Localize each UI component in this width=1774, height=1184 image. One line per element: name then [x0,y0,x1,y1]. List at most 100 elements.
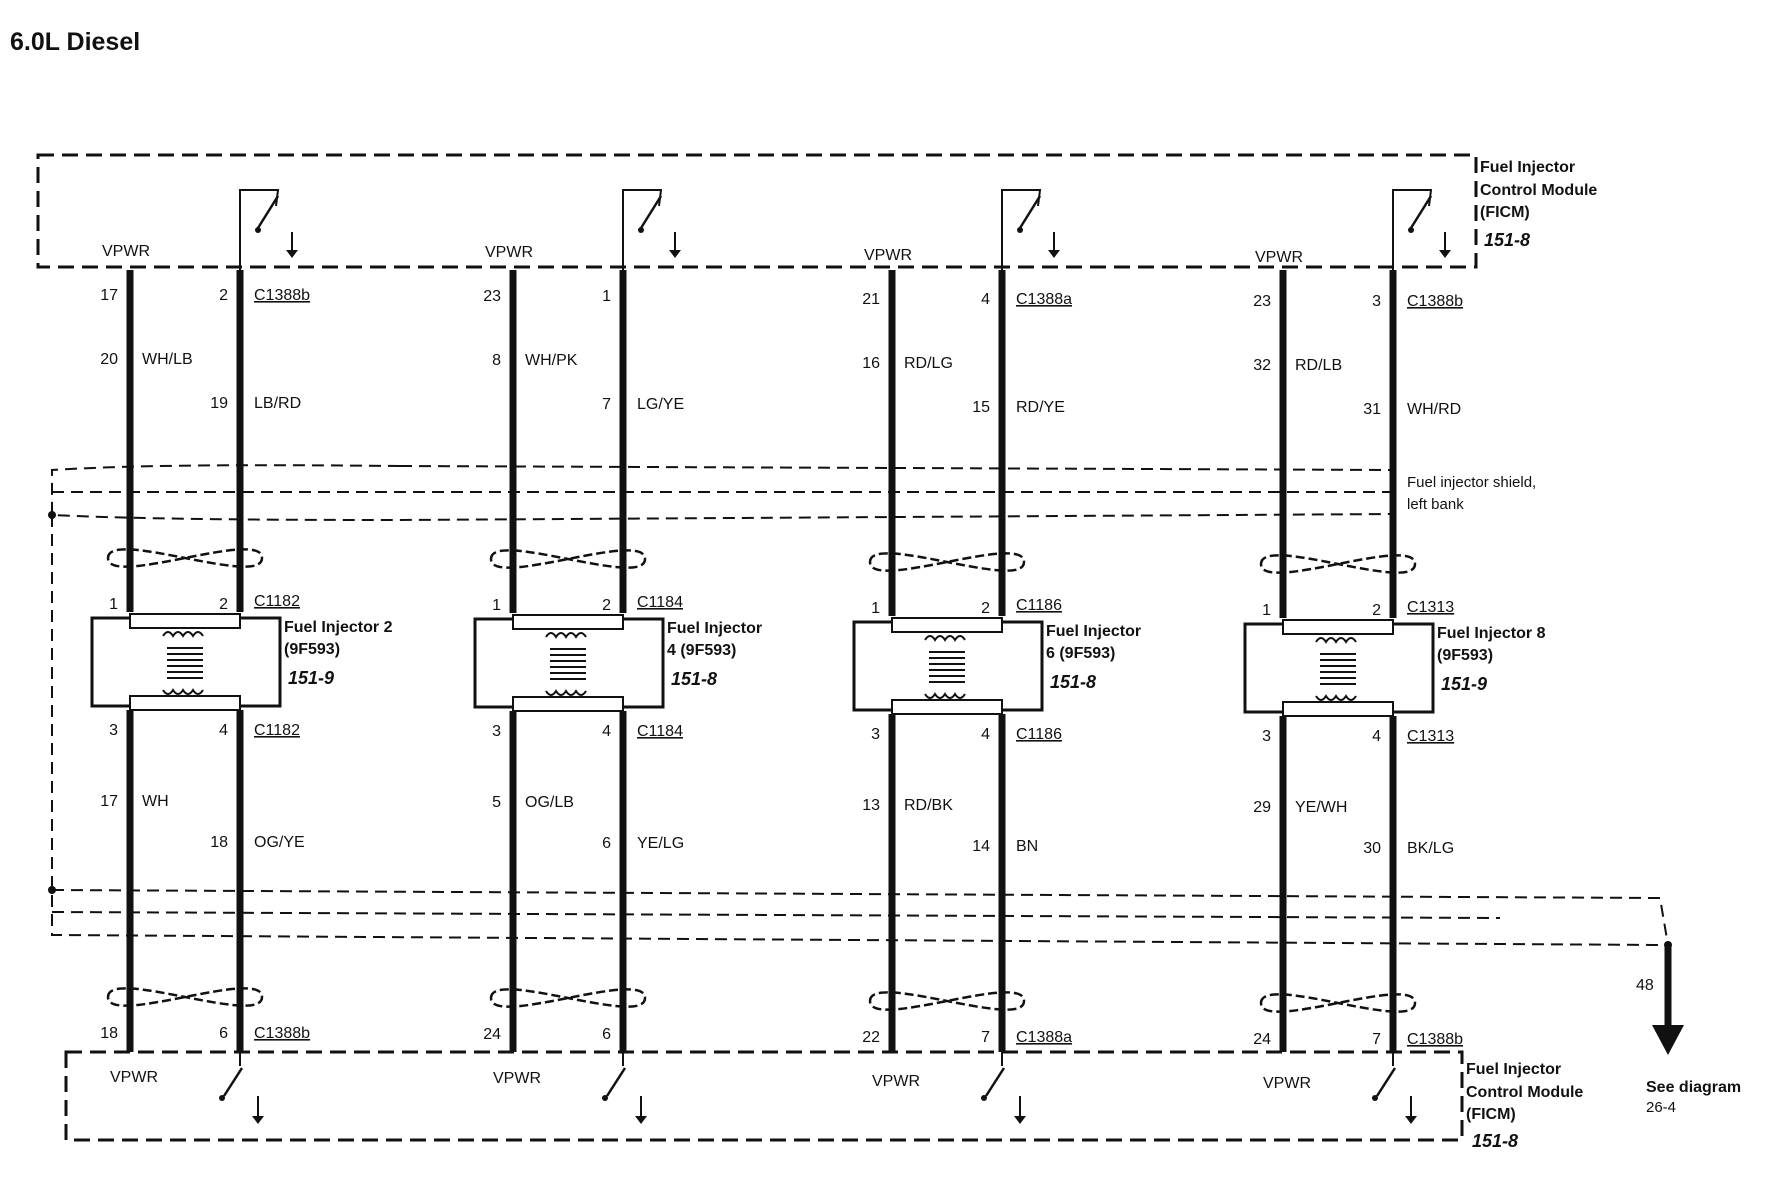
vpwr-label-bottom: VPWR [110,1069,158,1086]
switch-blade [256,195,280,229]
left-wire-color: RD/LB [1295,357,1342,374]
injector-connector-top: C1313 [1407,599,1454,616]
injector-ref: 151-8 [671,669,717,689]
injector-pin-4: 4 [1372,728,1381,745]
injector-ref: 151-9 [1441,674,1487,694]
down-arrow-icon [1652,1025,1684,1055]
coil-icon [162,631,204,638]
twisted-pair-icon [1259,554,1417,574]
twisted-pair-icon [868,552,1026,572]
ficm-bottom-label-3: (FICM) [1466,1106,1516,1123]
see-diagram-ref: 26-4 [1646,1099,1676,1116]
switch-blade [605,1067,627,1097]
switch-blade [1409,195,1433,229]
lower-left-wire-color: OG/LB [525,794,574,811]
top-left-pin: 23 [483,288,501,305]
injector-connector-bottom: C1182 [254,722,300,739]
switch-blade [984,1067,1006,1097]
lower-left-wire-color: WH [142,793,169,810]
vpwr-label-bottom: VPWR [1263,1075,1311,1092]
lower-right-circuit-number: 30 [1363,840,1381,857]
injector-name: Fuel Injector 8 [1437,625,1546,642]
vpwr-label-top: VPWR [102,243,150,260]
bottom-connector: C1388a [1016,1029,1072,1046]
injector-pin-2: 2 [1372,602,1381,619]
twisted-pair-icon [489,988,647,1008]
coil-icon [162,688,204,695]
shield-lower-loop [51,515,1669,946]
switch-contact [1017,227,1023,233]
injector-terminal-top [1282,619,1394,635]
injector-name: Fuel Injector [1046,623,1141,640]
bottom-right-pin: 7 [981,1029,990,1046]
top-right-pin: 1 [602,288,611,305]
ground-arrow-icon [1048,250,1060,258]
injector-ref: 151-9 [288,668,334,688]
coil-icon [545,689,587,696]
ficm-top-ref: 151-8 [1484,230,1530,250]
shield-splice-upper [48,511,56,519]
injector-terminal-top [891,617,1003,633]
injector-pin-2: 2 [219,596,228,613]
left-wire-color: WH/LB [142,351,193,368]
switch-blade [1375,1067,1397,1097]
injector-terminal-bottom [129,695,241,711]
lower-right-circuit-number: 6 [602,835,611,852]
injector-connector-bottom: C1184 [637,723,683,740]
injector-terminal-bottom [891,699,1003,715]
right-wire-color: LG/YE [637,396,684,413]
twisted-pair-icon [868,991,1026,1011]
switch-blade [222,1067,244,1097]
injector-pin-4: 4 [219,722,228,739]
switch-contact [1372,1095,1378,1101]
left-circuit-number: 32 [1253,357,1271,374]
bottom-connector: C1388b [254,1025,310,1042]
ficm-bottom-ref: 151-8 [1472,1131,1518,1151]
switch-blade [639,195,663,229]
ground-arrow-icon [635,1116,647,1124]
switch-contact [1408,227,1414,233]
coil-icon [924,635,966,642]
ficm-bottom-label-2: Control Module [1466,1084,1583,1101]
injector-pin-1: 1 [1262,602,1271,619]
switch-contact [638,227,644,233]
ficm-top-label-2: Control Module [1480,182,1597,199]
switch-contact [255,227,261,233]
twisted-pair-icon [106,987,264,1007]
vpwr-label-bottom: VPWR [493,1070,541,1087]
left-circuit-number: 20 [100,351,118,368]
switch-contact [219,1095,225,1101]
ficm-bottom-box [64,1050,1464,1142]
bottom-right-pin: 6 [219,1025,228,1042]
injector-pin-3: 3 [492,723,501,740]
right-circuit-number: 31 [1363,401,1381,418]
shield-splice-lower [48,886,56,894]
injector-pin-4: 4 [981,726,990,743]
vpwr-label-top: VPWR [864,247,912,264]
ground-arrow-icon [669,250,681,258]
injector-pin-3: 3 [109,722,118,739]
injector-pin-2: 2 [981,600,990,617]
top-connector: C1388a [1016,291,1072,308]
right-circuit-number: 15 [972,399,990,416]
lower-right-circuit-number: 14 [972,838,990,855]
top-left-pin: 21 [862,291,880,308]
lower-right-circuit-number: 18 [210,834,228,851]
injector-part-number: 4 (9F593) [667,642,736,659]
lower-left-circuit-number: 29 [1253,799,1271,816]
injector-pin-3: 3 [1262,728,1271,745]
lower-right-wire-color: BN [1016,838,1038,855]
left-wire-color: WH/PK [525,352,578,369]
injector-terminal-top [129,613,241,629]
injector-name: Fuel Injector 2 [284,619,393,636]
bottom-right-pin: 7 [1372,1031,1381,1048]
bottom-left-pin: 18 [100,1025,118,1042]
right-wire-color: LB/RD [254,395,301,412]
bottom-left-pin: 24 [483,1026,501,1043]
top-connector: C1388b [1407,293,1463,310]
top-right-pin: 4 [981,291,990,308]
